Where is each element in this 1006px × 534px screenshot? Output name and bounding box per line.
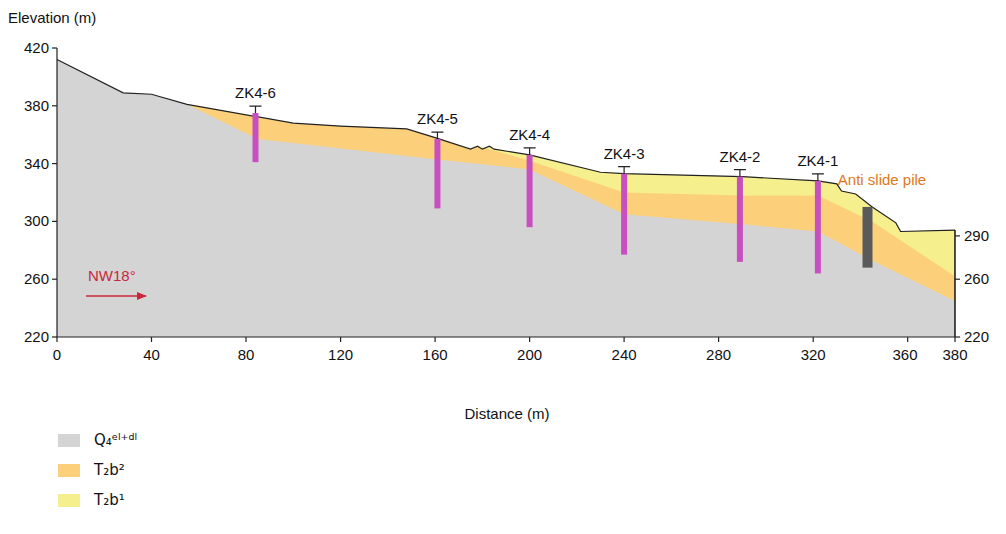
borehole <box>252 113 258 162</box>
y-tick <box>52 105 57 106</box>
legend-label: T₂b¹ <box>94 492 125 509</box>
borehole <box>815 181 821 273</box>
y-tick <box>955 336 960 337</box>
y-tick <box>52 221 57 222</box>
callout-label: Anti slide pile <box>838 172 926 189</box>
y-tick <box>52 279 57 280</box>
tick-label: 260 <box>964 271 989 288</box>
borehole-collar <box>618 167 630 174</box>
anti-slide-pile <box>863 207 873 268</box>
borehole-collar <box>249 106 261 113</box>
tick-label: 220 <box>964 329 989 346</box>
x-tick <box>245 337 246 342</box>
borehole <box>621 174 627 255</box>
tick-label: 160 <box>423 347 448 364</box>
legend-swatch <box>58 434 80 447</box>
t2b1-layer <box>478 146 955 276</box>
tick-label: 200 <box>517 347 542 364</box>
x-tick <box>954 337 955 342</box>
tick-label: 420 <box>24 40 49 57</box>
x-tick <box>813 337 814 342</box>
x-tick <box>718 337 719 342</box>
tick-label: 320 <box>801 347 826 364</box>
legend-label: Q₄ᵉˡ⁺ᵈˡ <box>94 432 137 449</box>
y-tick <box>955 279 960 280</box>
tick-label: 80 <box>238 347 255 364</box>
x-tick <box>151 337 152 342</box>
borehole-label: ZK4-6 <box>235 85 276 102</box>
x-tick <box>623 337 624 342</box>
bedrock-layer <box>57 60 955 337</box>
borehole <box>737 177 743 262</box>
borehole-collar <box>734 170 746 177</box>
tick-label: 120 <box>328 347 353 364</box>
y-tick <box>52 336 57 337</box>
legend-label: T₂b² <box>94 462 125 479</box>
axis-title: Elevation (m) <box>8 10 96 27</box>
axis-frame <box>57 48 955 337</box>
legend-swatch <box>58 464 80 477</box>
tick-label: 240 <box>612 347 637 364</box>
tick-label: 380 <box>942 347 967 364</box>
tick-label: 260 <box>24 271 49 288</box>
borehole-collar <box>524 148 536 155</box>
borehole-collar <box>812 174 824 181</box>
x-tick <box>529 337 530 342</box>
tick-label: 0 <box>53 347 61 364</box>
axis-title: Distance (m) <box>464 406 549 423</box>
x-tick <box>56 337 57 342</box>
direction-arrow <box>86 295 146 297</box>
t2b2-layer <box>187 104 955 301</box>
tick-label: 380 <box>24 98 49 115</box>
tick-label: 300 <box>24 213 49 230</box>
borehole-label: ZK4-5 <box>417 111 458 128</box>
borehole-label: ZK4-3 <box>604 145 645 162</box>
borehole-label: ZK4-4 <box>509 127 550 144</box>
tick-label: 280 <box>706 347 731 364</box>
x-tick <box>907 337 908 342</box>
borehole-collar <box>431 132 443 139</box>
tick-label: 220 <box>24 329 49 346</box>
borehole <box>527 155 533 227</box>
x-tick <box>340 337 341 342</box>
y-tick <box>52 47 57 48</box>
borehole-label: ZK4-2 <box>719 148 760 165</box>
tick-label: 290 <box>964 228 989 245</box>
tick-label: 40 <box>143 347 160 364</box>
borehole-label: ZK4-1 <box>797 153 838 170</box>
y-tick <box>52 163 57 164</box>
borehole <box>434 139 440 208</box>
legend-swatch <box>58 494 80 507</box>
x-tick <box>435 337 436 342</box>
tick-label: 360 <box>892 347 917 364</box>
direction-label: NW18° <box>88 268 136 285</box>
y-tick <box>955 235 960 236</box>
tick-label: 340 <box>24 155 49 172</box>
